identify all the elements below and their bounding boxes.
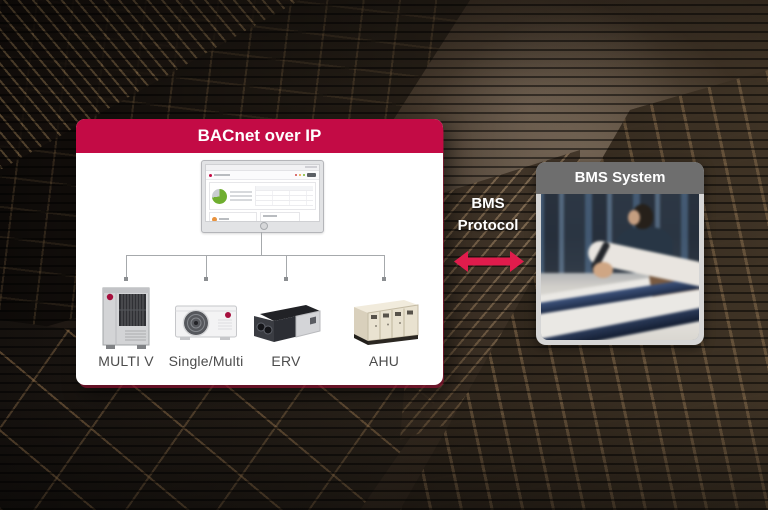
connector-horizontal	[126, 255, 385, 256]
acp-dashboard-monitor-icon	[201, 160, 324, 233]
dashboard-screen	[205, 164, 320, 222]
control-room-photo	[541, 194, 699, 340]
bms-panel-title: BMS System	[574, 169, 666, 186]
widget-bar	[263, 215, 277, 217]
widget-bar	[219, 218, 229, 220]
bms-protocol-line1: BMS	[471, 195, 505, 212]
connector-drop	[286, 256, 287, 277]
bacnet-over-ip-card: BACnet over IP	[76, 119, 443, 385]
bms-protocol-label: BMS Protocol	[447, 193, 529, 237]
app-title-bar	[214, 174, 230, 176]
bms-protocol-line2: Protocol	[457, 217, 519, 234]
status-table	[255, 186, 313, 206]
connector-stem	[261, 232, 262, 255]
connector-node-dot	[284, 277, 288, 281]
legend-row	[230, 191, 252, 193]
status-orange-icon	[299, 174, 301, 176]
app-logo-dot-icon	[209, 173, 212, 177]
window-titlebar	[206, 165, 319, 171]
dashboard-body	[206, 180, 319, 221]
legend-row	[230, 195, 252, 197]
lg-logo-icon	[259, 222, 268, 230]
schedule-widget	[260, 212, 300, 221]
dashboard-lower-panels	[209, 212, 316, 221]
device-label-erv: ERV	[271, 353, 301, 369]
dashboard-toolbar	[206, 171, 319, 180]
titlebar-controls-icon	[305, 166, 317, 168]
donut-chart-icon	[212, 188, 227, 204]
connector-node-dot	[204, 277, 208, 281]
control-room-photo-layers	[541, 194, 699, 340]
legend-rows	[230, 191, 252, 201]
multi-v-unit-icon	[102, 287, 150, 349]
device-label-ahu: AHU	[368, 353, 400, 369]
toolbar-button	[307, 173, 316, 177]
connector-drop	[384, 256, 385, 277]
bacnet-card-title: BACnet over IP	[197, 126, 322, 145]
legend-row	[230, 199, 252, 201]
gauge-icon	[212, 216, 217, 221]
erv-unit-icon	[254, 305, 321, 342]
connector-node-dot	[382, 277, 386, 281]
bms-system-panel: BMS System	[536, 162, 704, 345]
connector-drop	[126, 256, 127, 277]
bms-panel-header: BMS System	[536, 162, 704, 194]
connector-node-dot	[124, 277, 128, 281]
single-multi-unit-icon	[175, 305, 237, 340]
status-red-icon	[295, 174, 297, 176]
bacnet-card-header: BACnet over IP	[76, 119, 443, 153]
dashboard-summary-panel	[209, 182, 316, 210]
status-green-icon	[303, 174, 305, 176]
connector-drop	[206, 256, 207, 277]
energy-widget	[209, 212, 257, 221]
double-headed-arrow-icon	[454, 251, 524, 272]
ahu-unit-icon	[354, 300, 419, 345]
